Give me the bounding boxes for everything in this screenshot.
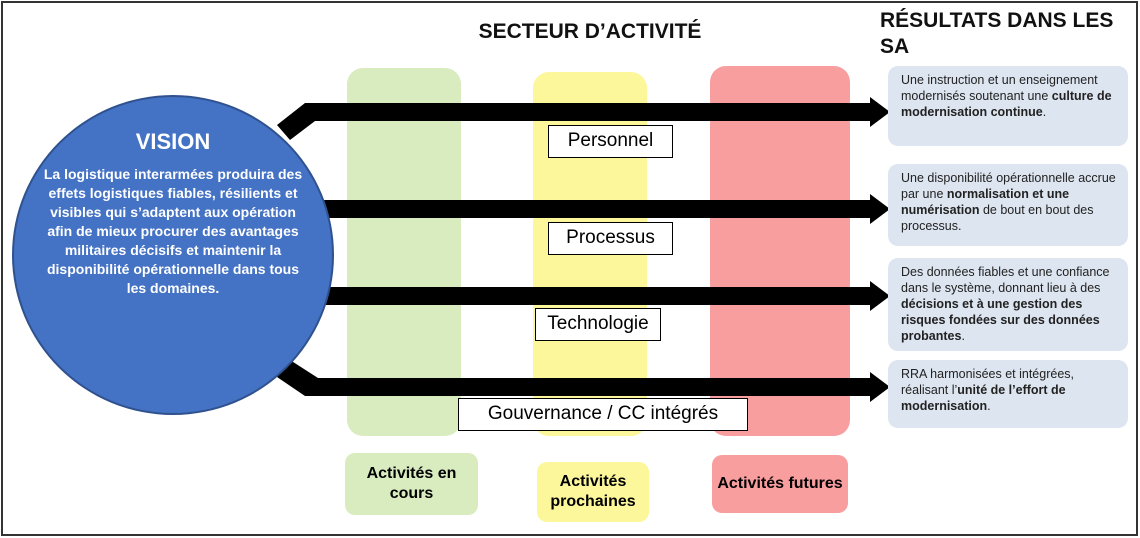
stream-processus: Processus	[548, 222, 673, 255]
vision-title: VISION	[135, 129, 211, 154]
result-end: de bout en bout des processus.	[901, 203, 1094, 233]
arrow-technologie	[285, 281, 890, 311]
result-text: Des données fiables et une confiance dan…	[901, 265, 1110, 295]
result-4: RRA harmonisées et intégrées, réalisant …	[888, 360, 1128, 428]
arrow-personnel	[277, 97, 890, 140]
column-future	[710, 66, 850, 436]
results-title: RÉSULTATS DANS LES SA	[880, 9, 1114, 58]
result-text: Une disponibilité opérationnelle accrue …	[901, 171, 1116, 201]
result-2: Une disponibilité opérationnelle accrue …	[888, 164, 1128, 246]
result-3: Des données fiables et une confiance dan…	[888, 258, 1128, 351]
result-text: Une instruction et un enseignement moder…	[901, 73, 1098, 103]
result-end: .	[987, 399, 991, 413]
legend-upcoming: Activités prochaines	[537, 462, 649, 522]
result-1: Une instruction et un enseignement moder…	[888, 66, 1128, 146]
result-bold: décisions et à une gestion des risques f…	[901, 297, 1100, 343]
result-bold: unité de l’effort de modernisation	[901, 383, 1066, 413]
result-end: .	[961, 329, 965, 343]
stream-gouvernance: Gouvernance / CC intégrés	[458, 398, 748, 431]
column-current	[347, 68, 461, 436]
result-end: .	[1042, 105, 1047, 119]
sector-title: SECTEUR D’ACTIVITÉ	[478, 20, 702, 43]
legend-future: Activités futures	[712, 455, 848, 513]
result-bold: normalisation et une numérisation	[901, 187, 1070, 217]
arrow-processus	[285, 194, 890, 224]
stream-technologie: Technologie	[535, 308, 661, 341]
result-bold: culture de modernisation continue	[901, 89, 1112, 119]
vision-text: La logistique interarmées produira des e…	[43, 166, 303, 296]
arrow-gouvernance	[277, 360, 890, 402]
legend-current: Activités en cours	[345, 453, 478, 515]
stream-personnel: Personnel	[548, 125, 673, 158]
vision-circle: VISION La logistique interarmées produir…	[12, 95, 334, 415]
result-text: RRA harmonisées et intégrées, réalisant …	[901, 367, 1075, 397]
